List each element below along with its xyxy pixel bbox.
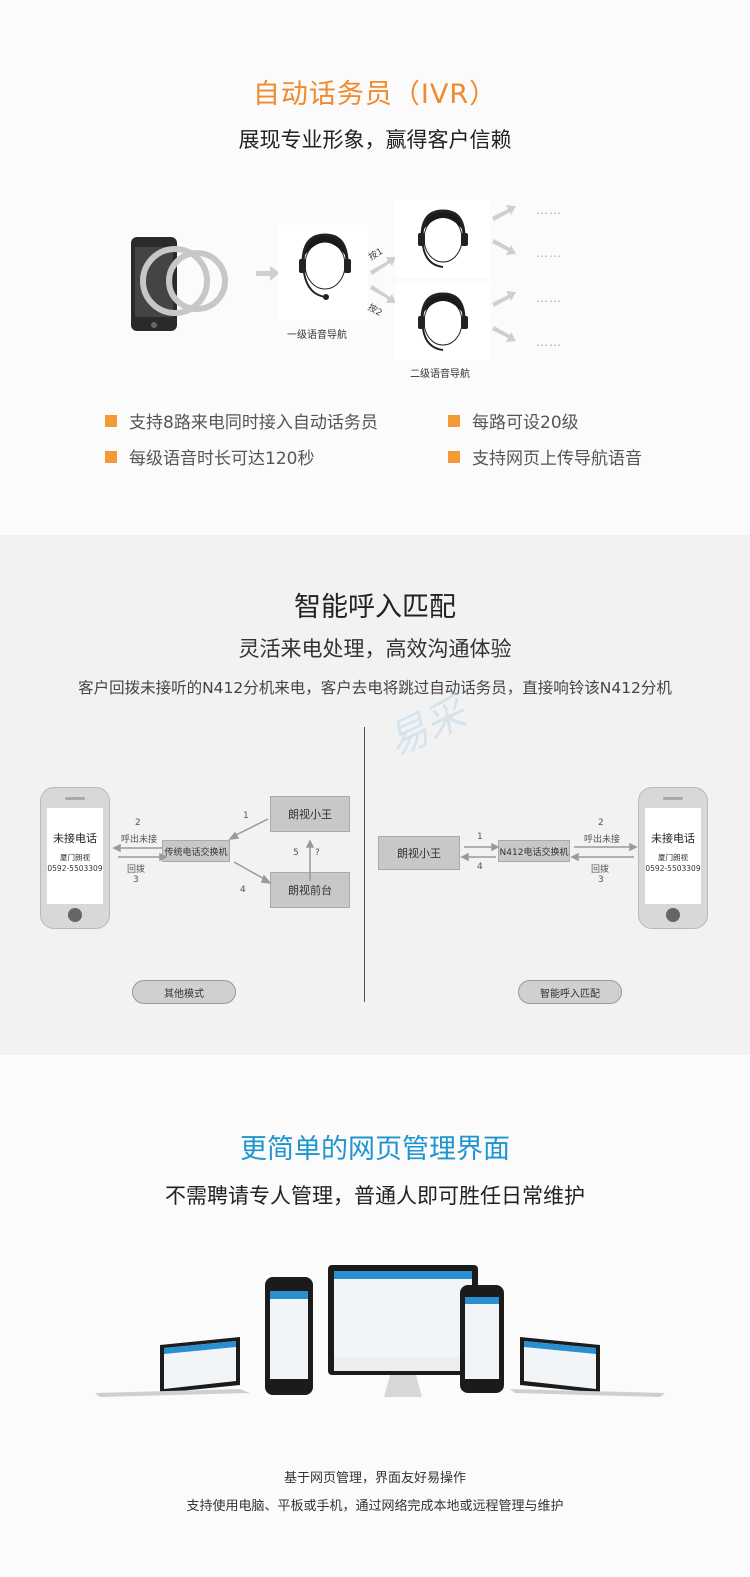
agent-box-top: 朗视小王 bbox=[270, 796, 350, 832]
more-dots: …… bbox=[536, 203, 562, 217]
laptop-icon bbox=[95, 1337, 250, 1397]
ivr-title: 自动话务员（IVR） bbox=[252, 79, 498, 110]
bullet-square-icon bbox=[105, 450, 117, 463]
step-number: 4 bbox=[477, 862, 483, 872]
level2-label: 二级语音导航 bbox=[410, 369, 470, 380]
bullet-square-icon bbox=[448, 414, 460, 427]
missed-call-title: 未接电话 bbox=[53, 832, 97, 845]
phone-screen: 未接电话 厦门朗视 0592-5503309 bbox=[645, 808, 701, 904]
feature-bullet: 支持8路来电同时接入自动话务员 bbox=[105, 408, 378, 433]
match-description: 客户回拨未接听的N412分机来电，客户去电将跳过自动话务员，直接响铃该N412分… bbox=[78, 679, 672, 697]
agent-box-right: 朗视小王 bbox=[378, 836, 460, 870]
devices-illustration bbox=[95, 1265, 665, 1397]
feature-bullet: 每路可设20级 bbox=[448, 408, 579, 433]
match-section: 智能呼入匹配 灵活来电处理，高效沟通体验 客户回拨未接听的N412分机来电，客户… bbox=[0, 535, 750, 1055]
more-dots: …… bbox=[536, 335, 562, 349]
headset-agent-icon bbox=[395, 283, 490, 361]
ivr-section: 自动话务员（IVR） 展现专业形象，赢得客户信赖 bbox=[0, 0, 750, 535]
more-dots: …… bbox=[536, 291, 562, 305]
web-caption-2: 支持使用电脑、平板或手机，通过网络完成本地或远程管理与维护 bbox=[186, 1499, 564, 1514]
step-number: 4 bbox=[240, 885, 246, 895]
divider bbox=[364, 727, 365, 1002]
arrow-icon bbox=[370, 257, 396, 303]
web-title: 更简单的网页管理界面 bbox=[240, 1134, 510, 1165]
level1-label: 一级语音导航 bbox=[287, 330, 347, 341]
phone-screen: 未接电话 厦门朗视 0592-5503309 bbox=[47, 808, 103, 904]
match-title: 智能呼入匹配 bbox=[294, 592, 456, 623]
step-number: 5 bbox=[293, 848, 299, 858]
question-mark: ? bbox=[315, 848, 320, 858]
right-arrows bbox=[460, 842, 638, 862]
arrow-icon bbox=[492, 205, 516, 342]
match-subtitle: 灵活来电处理，高效沟通体验 bbox=[238, 637, 512, 661]
bullet-square-icon bbox=[105, 414, 117, 427]
ivr-subtitle: 展现专业形象，赢得客户信赖 bbox=[238, 128, 512, 152]
web-caption-1: 基于网页管理，界面友好易操作 bbox=[283, 1471, 466, 1486]
ivr-diagram bbox=[131, 200, 516, 361]
n412-switch-box: N412电话交换机 bbox=[498, 840, 570, 862]
smartphone-icon bbox=[460, 1285, 504, 1393]
signal-rings-icon bbox=[140, 246, 228, 316]
web-section: 更简单的网页管理界面 不需聘请专人管理，普通人即可胜任日常维护 bbox=[0, 1055, 750, 1577]
bullet-square-icon bbox=[448, 450, 460, 463]
mode-label-other: 其他模式 bbox=[132, 980, 236, 1004]
home-button bbox=[666, 908, 680, 922]
caller-name: 厦门朗视 bbox=[60, 853, 90, 862]
home-button bbox=[68, 908, 82, 922]
step-number: 1 bbox=[243, 811, 249, 821]
step-number: 3 bbox=[598, 875, 604, 885]
step-number: 1 bbox=[477, 832, 483, 842]
headset-agent-icon bbox=[395, 200, 490, 278]
feature-bullet: 支持网页上传导航语音 bbox=[448, 444, 642, 469]
left-arrows bbox=[112, 818, 315, 884]
headset-agent-icon bbox=[278, 225, 368, 321]
arrow-icon bbox=[256, 266, 280, 281]
callback-label: 回拨 bbox=[591, 865, 610, 875]
web-subtitle: 不需聘请专人管理，普通人即可胜任日常维护 bbox=[165, 1184, 585, 1208]
step-number: 3 bbox=[133, 875, 139, 885]
step-number: 2 bbox=[598, 818, 604, 828]
phone-left: 未接电话 厦门朗视 0592-5503309 bbox=[40, 787, 110, 929]
phone-right: 未接电话 厦门朗视 0592-5503309 bbox=[638, 787, 708, 929]
out-missed-label: 呼出未接 bbox=[584, 835, 621, 845]
missed-call-title: 未接电话 bbox=[651, 832, 695, 845]
speaker bbox=[663, 797, 683, 800]
callback-label: 回拨 bbox=[127, 865, 146, 875]
feature-bullet: 每级语音时长可达120秒 bbox=[105, 444, 314, 469]
monitor-icon bbox=[328, 1265, 478, 1397]
more-dots: …… bbox=[536, 246, 562, 260]
laptop-icon bbox=[510, 1337, 665, 1397]
agent-box-bottom: 朗视前台 bbox=[270, 872, 350, 908]
mode-label-smart: 智能呼入匹配 bbox=[518, 980, 622, 1004]
out-missed-label: 呼出未接 bbox=[121, 835, 158, 845]
caller-number: 0592-5503309 bbox=[645, 864, 701, 873]
step-number: 2 bbox=[135, 818, 141, 828]
speaker bbox=[65, 797, 85, 800]
smartphone-icon bbox=[265, 1277, 313, 1395]
caller-number: 0592-5503309 bbox=[47, 864, 103, 873]
switch-box: 传统电话交换机 bbox=[162, 840, 230, 862]
caller-name: 厦门朗视 bbox=[658, 853, 688, 862]
